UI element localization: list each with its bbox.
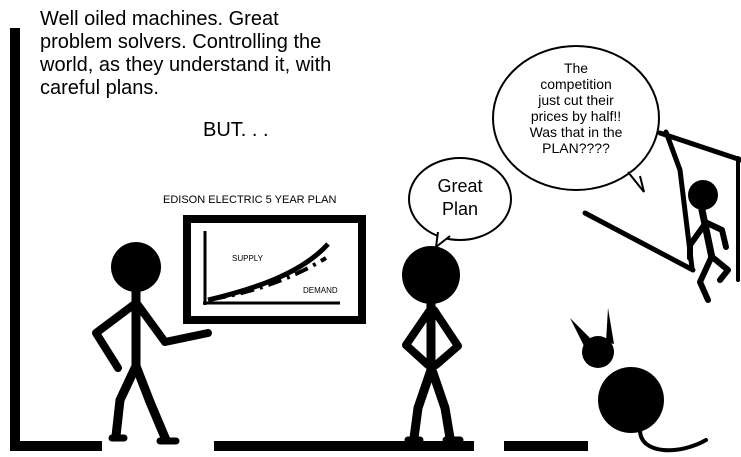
left-wall bbox=[10, 28, 20, 450]
great-plan-text: Great Plan bbox=[437, 176, 483, 219]
demand-curve bbox=[211, 256, 328, 301]
cat bbox=[570, 308, 708, 453]
speech-bubble-great-plan bbox=[408, 157, 512, 250]
stick-figure-presenter bbox=[92, 242, 212, 445]
floor-segment-left bbox=[10, 441, 102, 451]
plan-board-title: EDISON ELECTRIC 5 YEAR PLAN bbox=[163, 194, 337, 206]
demand-label: DEMAND bbox=[303, 286, 338, 295]
competition-text: The competition just cut their prices by… bbox=[529, 60, 623, 156]
caption-but: BUT. . . bbox=[203, 119, 269, 141]
plan-board bbox=[183, 215, 366, 324]
floor-segment-right bbox=[504, 441, 588, 451]
supply-label: SUPPLY bbox=[232, 254, 263, 263]
speech-bubble-competition bbox=[492, 45, 660, 193]
stick-figure-messenger bbox=[582, 129, 741, 303]
floor-segment-middle bbox=[214, 441, 474, 451]
stick-figure-listener bbox=[402, 246, 464, 444]
caption-text: Well oiled machines. Great problem solve… bbox=[40, 8, 332, 99]
